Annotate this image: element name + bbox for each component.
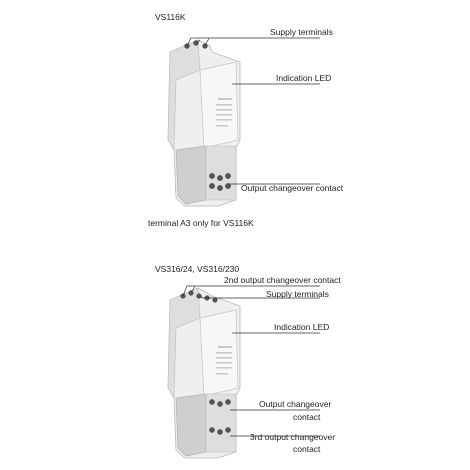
screw-terminal-icon — [217, 401, 223, 407]
label-supply-terminals: Supply terminals — [270, 27, 333, 37]
label-second-output: 2nd output changeover contact — [224, 275, 341, 285]
footnote: terminal A3 only for VS116K — [148, 218, 254, 228]
bottom-diagram-title: VS316/24, VS316/230 — [155, 264, 239, 274]
label-indication-led: Indication LED — [274, 322, 329, 332]
screw-terminal-icon — [209, 173, 215, 179]
bottom-output-terminals — [209, 399, 231, 407]
top-diagram: VS116K — [148, 12, 344, 228]
screw-terminal-icon — [209, 427, 215, 433]
leader-line — [198, 295, 320, 299]
screw-terminal-icon — [217, 175, 223, 181]
bottom-diagram: VS316/24, VS316/230 — [155, 264, 341, 459]
label-third-line2: contact — [293, 444, 321, 454]
screw-terminal-icon — [217, 429, 223, 435]
leader-line — [195, 39, 201, 44]
screw-terminal-icon — [225, 183, 231, 189]
label-output-line2: contact — [293, 412, 321, 422]
bottom-relay-module — [167, 287, 241, 459]
leader-line — [204, 37, 210, 47]
leader-line — [182, 285, 320, 297]
leader-line — [190, 285, 196, 294]
leader-line — [186, 37, 320, 47]
screw-terminal-icon — [209, 399, 215, 405]
label-output-line1: Output changeover — [259, 399, 331, 409]
label-output-contact: Output changeover contact — [241, 183, 344, 193]
screw-terminal-icon — [225, 399, 231, 405]
top-diagram-title: VS116K — [155, 12, 186, 22]
screw-terminal-icon — [209, 183, 215, 189]
top-relay-module — [167, 39, 241, 207]
screw-terminal-icon — [217, 185, 223, 191]
label-indication-led: Indication LED — [276, 73, 331, 83]
screw-terminal-icon — [225, 427, 231, 433]
bottom-third-output-terminals — [209, 427, 231, 435]
screw-terminal-icon — [225, 173, 231, 179]
screw-terminal-icon — [212, 297, 218, 303]
label-supply-terminals: Supply terminals — [266, 289, 329, 299]
label-third-line1: 3rd output changeover — [250, 432, 335, 442]
top-output-terminals — [209, 173, 231, 191]
